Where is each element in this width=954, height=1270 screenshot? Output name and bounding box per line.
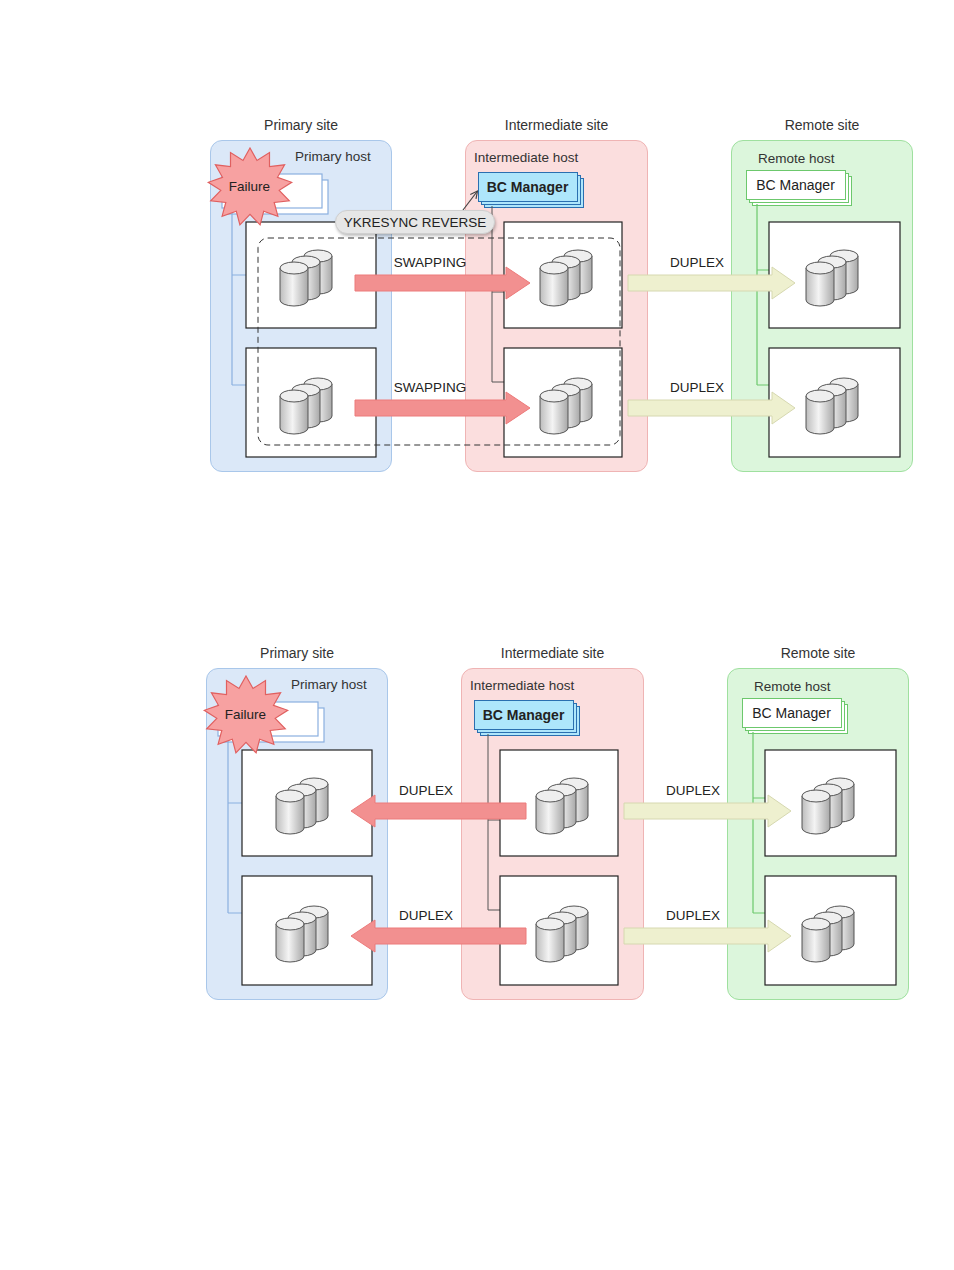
volume-symbol [806,378,858,434]
volume-symbol [280,250,332,306]
copy-arrow [351,920,526,952]
host-icon [218,702,318,736]
volume-symbol [802,778,854,834]
copy-arrow [351,795,526,827]
host-icon [222,174,322,208]
copy-arrow [624,920,791,952]
command-callout: YKRESYNC REVERSE [335,210,495,234]
node-text: Failure [225,707,266,722]
volume-symbol [536,778,588,834]
copy-status: DUPLEX [670,255,724,270]
host-line [753,732,765,913]
panel-bottom [218,702,896,985]
node-text: Failure [229,179,270,194]
site-heading: Remote site [732,117,912,133]
group-outline [258,238,620,445]
copy-arrow [628,392,795,424]
volume-box [769,348,900,457]
volume-symbol [806,250,858,306]
site-heading: Intermediate site [462,645,643,661]
manager-box: BC Manager [742,698,842,728]
volume-symbol [536,906,588,962]
volume-box [769,222,900,328]
panel-top [222,174,900,457]
copy-status: SWAPPING [394,380,466,395]
copy-status: DUPLEX [666,783,720,798]
site-heading: Remote site [728,645,908,661]
volume-box [765,876,896,985]
command-pointer [463,191,478,210]
volume-symbol [276,778,328,834]
node-text: YKRESYNC REVERSE [344,215,487,230]
host-label: Intermediate host [474,150,578,165]
host-line [488,734,500,910]
copy-arrow [355,267,530,299]
host-label: Primary host [291,677,367,692]
copy-arrow [355,392,530,424]
site-heading: Primary site [207,645,387,661]
copy-status: DUPLEX [666,908,720,923]
site-heading: Intermediate site [466,117,647,133]
manager-box: BC Manager [478,172,578,202]
node-text: BC Manager [756,177,835,193]
failure-burst: Failure [206,146,294,228]
host-line [757,204,769,385]
host-line [232,208,246,385]
volume-box [242,750,372,856]
copy-arrow [624,795,791,827]
volume-symbol [280,378,332,434]
volume-symbol [276,906,328,962]
node-text: BC Manager [487,179,569,195]
host-line [228,736,242,913]
volume-box [242,876,372,985]
host-label: Primary host [295,149,371,164]
volume-symbol [540,378,592,434]
copy-status: DUPLEX [670,380,724,395]
copy-status: DUPLEX [399,908,453,923]
host-line [492,206,504,382]
failure-burst: Failure [202,674,290,756]
manager-box: BC Manager [746,170,846,200]
manager-box: BC Manager [474,700,574,730]
copy-status: DUPLEX [399,783,453,798]
copy-arrow [628,267,795,299]
node-text: BC Manager [483,707,565,723]
volume-symbol [802,906,854,962]
volume-box [765,750,896,856]
host-label: Remote host [758,151,835,166]
node-text: BC Manager [752,705,831,721]
host-label: Intermediate host [470,678,574,693]
host-label: Remote host [754,679,831,694]
volume-symbol [540,250,592,306]
copy-status: SWAPPING [394,255,466,270]
site-heading: Primary site [211,117,391,133]
